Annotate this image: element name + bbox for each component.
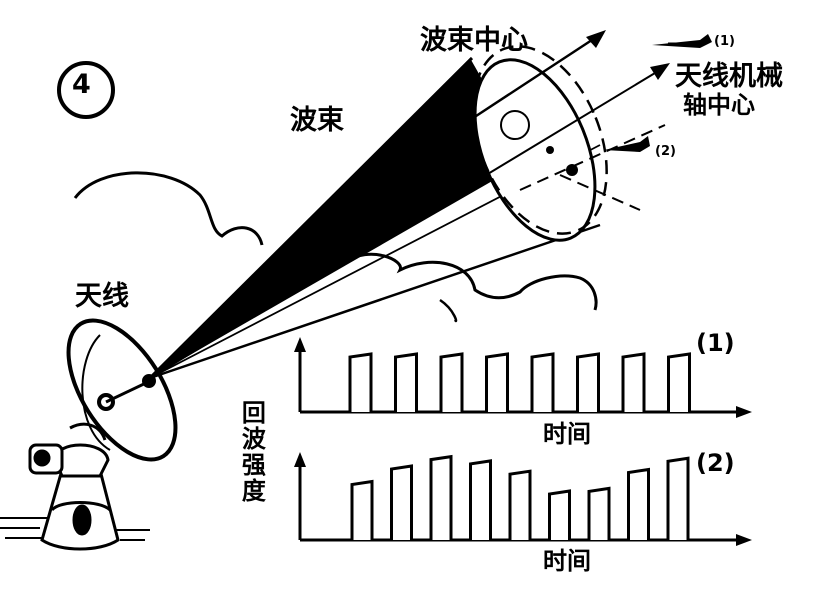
chart-2-x-arrow xyxy=(736,534,752,546)
chart-2-pulse-bar-7 xyxy=(587,486,611,540)
echo-strength-label: 回波强度 xyxy=(237,400,266,504)
trace-1-label: (1) xyxy=(696,329,735,357)
mechanical-axis-label-line2: 轴中心 xyxy=(683,91,755,119)
time-label-top: 时间 xyxy=(543,420,591,448)
beam-center-label: 波束中心 xyxy=(420,25,528,56)
water-lines xyxy=(0,517,150,541)
chart-1-x-arrow xyxy=(736,406,752,418)
trace-2-label: (2) xyxy=(696,449,735,477)
cloud-left xyxy=(73,171,264,246)
target-spot-2 xyxy=(566,164,578,176)
antenna-pedestal xyxy=(28,422,120,551)
antenna-label: 天线 xyxy=(75,281,129,312)
beam-label: 波束 xyxy=(290,105,344,136)
chart-2-pulse-bar-3 xyxy=(429,454,453,540)
chart-1-pulse-bar-1 xyxy=(348,352,373,412)
target-spot-center xyxy=(546,146,554,154)
dashed-lower xyxy=(559,174,641,211)
chart-1-y-arrow xyxy=(294,337,306,352)
mechanical-axis-arrow xyxy=(149,63,670,379)
chart-1-pulse-bar-3 xyxy=(439,352,464,412)
chart-1-pulse-bar-2 xyxy=(394,352,418,412)
aircraft-1-icon xyxy=(652,34,712,48)
cloud-lower xyxy=(439,298,458,323)
chart-1-pulse-bar-8 xyxy=(667,352,691,412)
chart-2-pulse-bar-6 xyxy=(548,489,571,540)
dashed-axis-2 xyxy=(519,124,666,191)
chart-1-pulse-bar-4 xyxy=(485,352,509,412)
chart-1-pulse-bar-5 xyxy=(530,352,555,412)
chart-2-pulse-bar-4 xyxy=(469,459,492,540)
beam-center-arrow xyxy=(469,30,606,122)
figure-number: 4 xyxy=(72,69,91,100)
beam-scan-circle xyxy=(472,45,608,235)
chart-2-pulse-bar-5 xyxy=(508,469,532,540)
figure-number-circle xyxy=(57,61,115,119)
chart-1-pulse-bar-7 xyxy=(621,352,646,412)
time-label-bottom: 时间 xyxy=(543,547,591,575)
beam-cone xyxy=(148,56,601,380)
beam-inner-spot xyxy=(500,110,530,140)
chart-2-pulse-bar-2 xyxy=(390,464,413,540)
chart-2-pulse-bar-8 xyxy=(627,467,650,540)
aircraft-2-label: (2) xyxy=(655,144,676,159)
cloud-middle xyxy=(344,252,598,311)
echo-chart-1 xyxy=(294,337,752,418)
aircraft-1-label: (1) xyxy=(714,34,735,49)
aircraft-2-icon xyxy=(604,136,650,152)
chart-2-pulse-bar-9 xyxy=(666,456,690,540)
mechanical-axis-label-line1: 天线机械 xyxy=(675,61,783,92)
chart-1-pulse-bar-6 xyxy=(576,352,600,412)
chart-2-y-arrow xyxy=(294,452,306,467)
echo-chart-2 xyxy=(294,452,752,546)
antenna-dish xyxy=(66,318,178,462)
chart-2-pulse-bar-1 xyxy=(350,479,374,540)
